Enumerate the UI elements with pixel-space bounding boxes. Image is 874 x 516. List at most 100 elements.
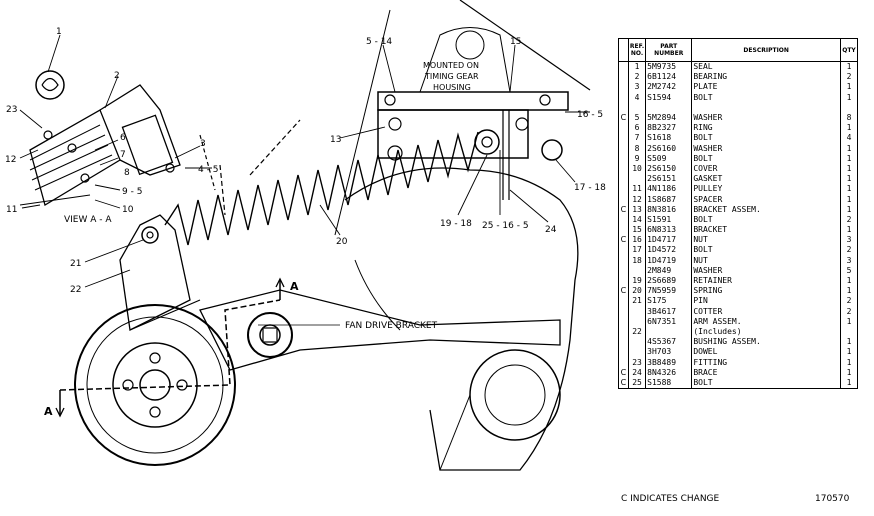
description: NUT xyxy=(691,235,842,246)
part-number: 4N1186 xyxy=(645,184,693,195)
quantity: 1 xyxy=(846,143,852,153)
change-flag xyxy=(619,357,629,367)
description: BRACKET xyxy=(691,225,842,236)
part-number: 6B1124 xyxy=(645,72,693,83)
callout-5-14: 5 - 14 xyxy=(366,37,392,47)
description: RETAINER xyxy=(691,275,842,287)
diagram-drawing: 1 2 3 4 - 5 5 - 14 6 7 8 9 - 5 10 11 12 … xyxy=(5,0,606,471)
part-number: 8B2327 xyxy=(645,123,693,134)
ref-no xyxy=(627,174,647,185)
quantity: 1 xyxy=(846,92,852,102)
callout-24: 24 xyxy=(545,225,557,235)
callout-20: 20 xyxy=(336,237,348,247)
change-flag: C xyxy=(620,113,627,123)
part-number: 5M2894 xyxy=(645,112,693,124)
part-number: 6N7351 xyxy=(645,316,693,327)
ref-no xyxy=(627,316,647,327)
table-row: 22(Includes) xyxy=(619,326,858,338)
description: COVER xyxy=(691,163,842,175)
quantity: 1 xyxy=(846,337,852,347)
ref-no xyxy=(627,347,647,358)
description: COTTER xyxy=(691,306,842,317)
description: NUT xyxy=(691,255,842,266)
ref-no: 10 xyxy=(627,163,647,175)
callout-23: 23 xyxy=(6,105,17,115)
change-flag: C xyxy=(620,367,627,377)
change-flag xyxy=(619,194,629,204)
ref-no: 8 xyxy=(627,143,647,154)
change-flag xyxy=(619,256,629,266)
mounted-note-line-1: MOUNTED ON xyxy=(423,61,479,70)
quantity: 1 xyxy=(846,286,852,296)
part-number: 3H703 xyxy=(645,347,693,358)
change-flag xyxy=(619,327,629,337)
callout-16-5: 16 - 5 xyxy=(577,110,603,120)
ref-no: 2 xyxy=(627,72,647,83)
description xyxy=(691,102,842,113)
ref-no: 4 xyxy=(627,92,647,103)
ref-no: 1 xyxy=(627,61,647,73)
ref-no: 25 xyxy=(627,377,647,389)
ref-no: 23 xyxy=(627,357,647,368)
description-header: DESCRIPTION xyxy=(691,38,842,62)
change-flag xyxy=(619,184,629,194)
change-flag xyxy=(619,154,629,164)
part-number: 8N4326 xyxy=(645,367,693,378)
part-number: 2S6151 xyxy=(645,174,693,185)
callout-4-5: 4 - 5 xyxy=(198,165,218,175)
change-indicator-note: C INDICATES CHANGE xyxy=(621,494,720,504)
callout-15: 15 xyxy=(510,37,521,47)
illustration-number: 170570 xyxy=(815,494,850,504)
ref-no: 12 xyxy=(627,194,647,205)
quantity: 1 xyxy=(846,377,852,387)
quantity: 1 xyxy=(846,357,852,367)
description: BOLT xyxy=(691,377,842,389)
mounted-note-line-2: TIMING GEAR xyxy=(424,72,479,81)
ref-no: 22 xyxy=(627,326,647,338)
ref-no: 24 xyxy=(627,367,647,378)
ref-no: 6 xyxy=(627,123,647,134)
quantity: 1 xyxy=(846,316,852,326)
change-flag xyxy=(619,317,629,327)
ref-no: 9 xyxy=(627,153,647,164)
change-flag: C xyxy=(620,204,627,214)
change-flag xyxy=(619,347,629,357)
description: PULLEY xyxy=(691,184,842,195)
change-flag xyxy=(619,164,629,174)
part-number: S1618 xyxy=(645,133,693,144)
quantity xyxy=(841,103,858,113)
description: PLATE xyxy=(691,82,842,93)
change-flag: C xyxy=(620,377,627,387)
change-flag xyxy=(619,225,629,235)
quantity: 2 xyxy=(846,306,852,316)
description: GASKET xyxy=(691,174,842,185)
quantity: 3 xyxy=(846,255,852,265)
quantity: 1 xyxy=(846,204,852,214)
ref-no xyxy=(627,265,647,276)
part-number xyxy=(645,326,693,338)
description: BOLT xyxy=(691,245,842,256)
part-number: 2S6160 xyxy=(645,143,693,154)
part-number: S509 xyxy=(645,153,693,164)
description: SEAL xyxy=(691,61,842,73)
change-flag xyxy=(619,144,629,154)
change-flag: C xyxy=(620,235,627,245)
ref-no xyxy=(627,306,647,317)
callout-22: 22 xyxy=(70,285,81,295)
callout-1: 1 xyxy=(56,27,62,37)
callout-25-16-5: 25 - 16 - 5 xyxy=(482,221,529,231)
change-flag xyxy=(619,62,629,73)
